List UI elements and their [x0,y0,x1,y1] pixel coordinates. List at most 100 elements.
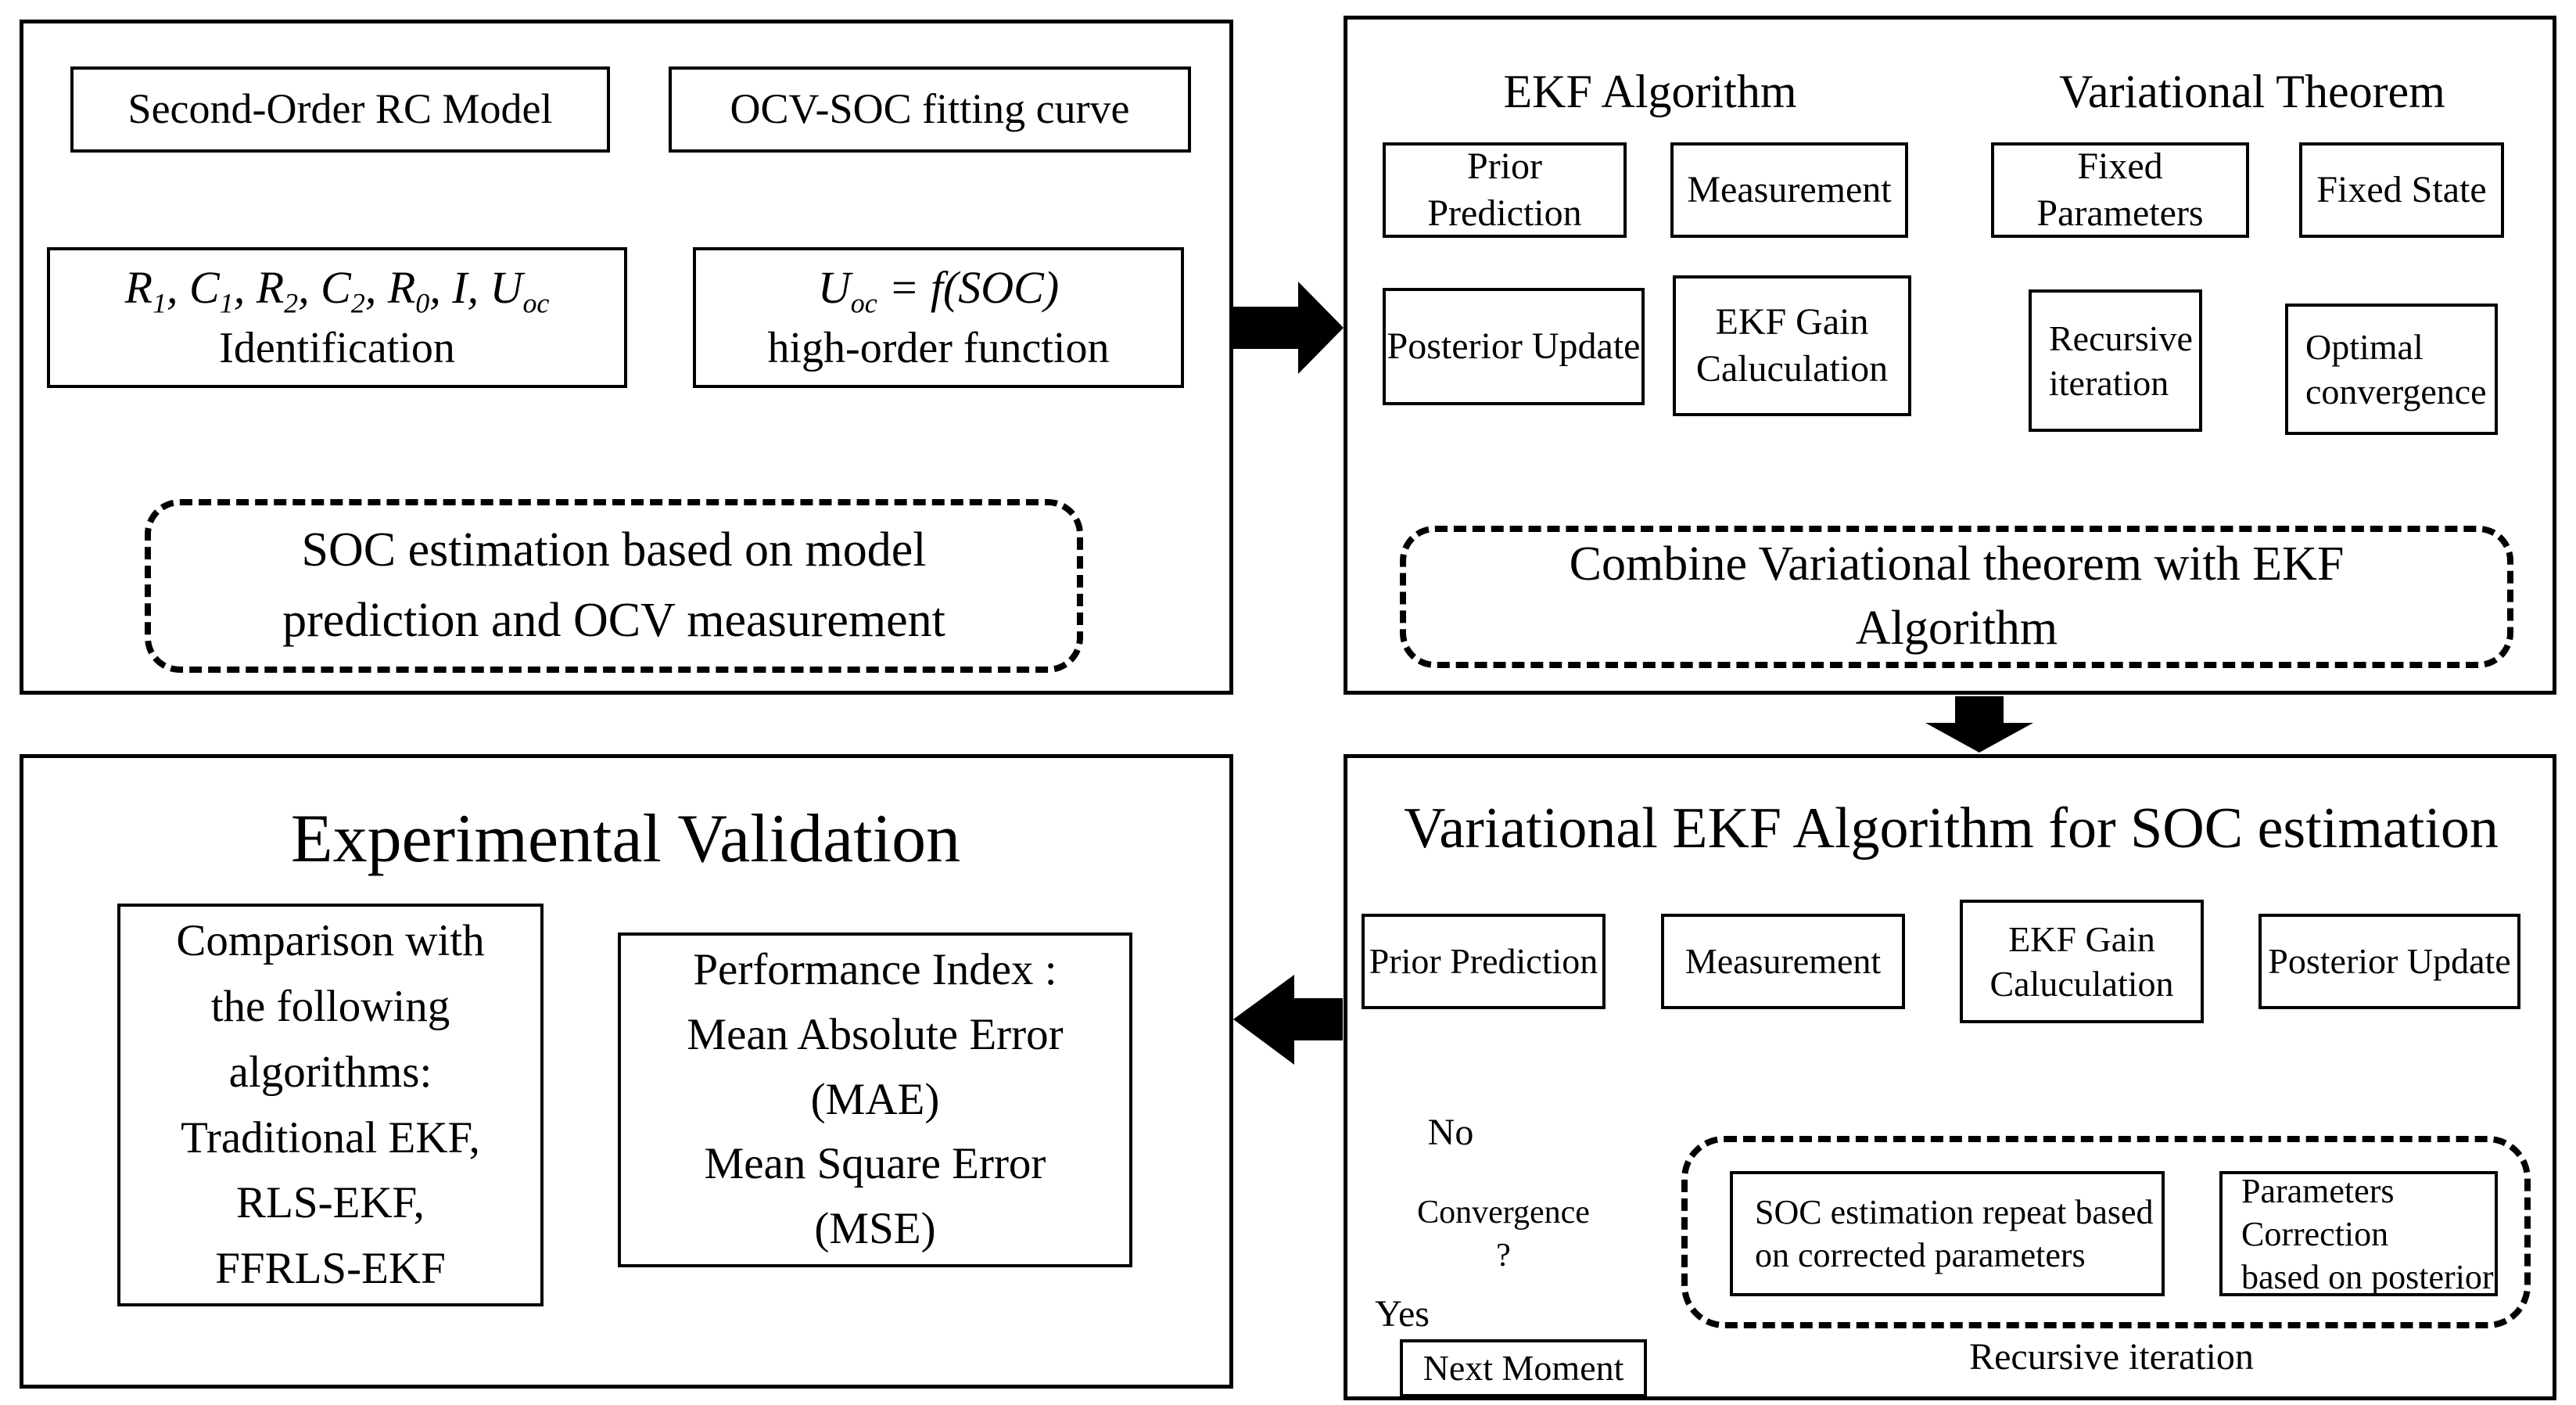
box-line: FFRLS-EKF [215,1244,446,1294]
formula-sub: oc [850,287,877,319]
box-label: Posterior Update [2268,941,2511,982]
formula-part: R [124,261,153,313]
box-prior-prediction-2: Prior Prediction [1362,914,1606,1009]
formula-part: , C [298,261,351,313]
box-label: based on posterior [2241,1257,2494,1296]
formula-sub: 1 [152,287,167,319]
caption-label: Recursive iteration [1969,1335,2254,1378]
label-no: No [1408,1111,1494,1155]
title-label: Experimental Validation [290,800,961,877]
box-label: Measurement [1687,169,1892,210]
diamond-convergence-label: Convergence ? [1408,1180,1599,1289]
box-line: Comparison with [176,916,485,966]
box-label: SOC estimation repeat based [1755,1193,2154,1231]
diamond-line: ? [1496,1238,1511,1274]
box-label: Recursive [2049,318,2193,358]
box-label: Caluculation [1695,348,1889,390]
box-label: Posterior Update [1387,325,1641,367]
box-second-order-rc-model: Second-Order RC Model [70,66,610,153]
box-label: Second-Order RC Model [127,85,553,133]
box-line: Mean Absolute Error [687,1010,1064,1060]
box-label: Parameters Correction [2241,1171,2395,1253]
formula-sub: 0 [415,287,430,319]
box-prior-prediction: Prior Prediction [1383,142,1627,238]
box-label: SOC estimation based on model [301,523,927,577]
box-parameter-identification: R1, C1, R2, C2, R0, I, Uoc Identificatio… [47,247,627,388]
formula-part: , C [167,261,220,313]
box-label: EKF Gain [1715,301,1869,343]
box-high-order-function: Uoc = f(SOC) high-order function [693,247,1184,388]
label-yes: Yes [1351,1292,1453,1336]
box-optimal-convergence: Optimal convergence [2285,304,2498,435]
formula-line: R1, C1, R2, C2, R0, I, Uoc [125,260,550,322]
box-label: Prior Prediction [1427,146,1582,234]
box-label: high-order function [767,324,1110,373]
box-line: Traditional EKF, [181,1112,480,1162]
box-line: RLS-EKF, [236,1178,425,1228]
block-arrow-right-icon [1233,282,1344,374]
box-label: prediction and OCV measurement [282,594,945,647]
block-arrow-down-icon [1925,696,2033,753]
box-label: Caluculation [1989,964,2174,1004]
box-comparison-algorithms: Comparison with the following algorithms… [117,904,544,1306]
box-line: (MSE) [814,1203,936,1253]
box-soc-estimation: SOC estimation based on model prediction… [145,499,1083,673]
section-header-variational-theorem: Variational Theorem [2049,66,2456,117]
box-line: algorithms: [228,1047,432,1097]
box-label: Optimal [2305,326,2424,367]
box-ekf-gain-calculation: EKF Gain Caluculation [1673,275,1911,416]
formula-sub: 2 [284,287,299,319]
panel-title-variational-ekf: Variational EKF Algorithm for SOC estima… [1400,793,2502,864]
formula-sub: 1 [219,287,234,319]
box-combine-variational-ekf: Combine Variational theorem with EKF Alg… [1400,526,2513,668]
box-label: Fixed Parameters [2036,146,2204,234]
branch-label: Yes [1375,1292,1430,1335]
formula-sub: oc [522,287,550,319]
label-recursive-iteration: Recursive iteration [1900,1335,2323,1380]
block-arrow-left-icon [1233,975,1343,1065]
box-ocv-soc-fitting-curve: OCV-SOC fitting curve [669,66,1191,153]
box-measurement: Measurement [1670,142,1908,238]
box-line: (MAE) [810,1074,940,1124]
box-label: iteration [2049,363,2169,403]
box-label: Combine Variational theorem with EKF [1569,537,2345,591]
formula-sub: 2 [350,287,365,319]
box-line: Mean Square Error [704,1139,1046,1189]
formula-part: , R [364,261,416,313]
title-label: Variational EKF Algorithm for SOC estima… [1404,796,2499,861]
box-performance-index: Performance Index : Mean Absolute Error … [618,932,1132,1267]
formula-part: , R [233,261,285,313]
formula-line: Uoc = f(SOC) [818,260,1059,322]
formula-part: = f(SOC) [877,261,1060,313]
box-label: convergence [2305,372,2487,411]
box-label: on corrected parameters [1755,1236,2086,1274]
box-fixed-state: Fixed State [2299,142,2504,238]
box-label: Prior Prediction [1369,941,1598,982]
branch-label: No [1427,1111,1474,1153]
box-recursive-iteration: Recursive iteration [2029,289,2202,432]
section-header-ekf-algorithm: EKF Algorithm [1470,66,1830,117]
box-line: the following [210,981,450,1031]
box-ekf-gain-calculation-2: EKF Gain Caluculation [1960,900,2204,1023]
box-label: EKF Gain [2008,918,2155,959]
box-label: Identification [219,324,455,373]
box-soc-estimation-repeat: SOC estimation repeat based on corrected… [1730,1171,2165,1296]
box-label: Measurement [1684,941,1882,982]
box-label: Algorithm [1855,602,2058,655]
box-label: Fixed State [2316,169,2487,210]
diamond-line: Convergence [1417,1195,1590,1231]
box-posterior-update: Posterior Update [1383,288,1645,405]
box-posterior-update-2: Posterior Update [2258,914,2520,1009]
box-label: Next Moment [1423,1348,1624,1389]
box-label: OCV-SOC fitting curve [730,85,1130,133]
panel-title-experimental-validation: Experimental Validation [188,796,1064,881]
formula-part: U [817,261,851,313]
header-label: Variational Theorem [2059,65,2445,117]
box-next-moment: Next Moment [1400,1339,1647,1397]
box-fixed-parameters: Fixed Parameters [1991,142,2249,238]
formula-part: , I, U [429,261,523,313]
box-line: Performance Index : [693,945,1057,995]
box-measurement-2: Measurement [1661,914,1905,1009]
box-parameters-correction: Parameters Correction based on posterior [2219,1171,2498,1296]
